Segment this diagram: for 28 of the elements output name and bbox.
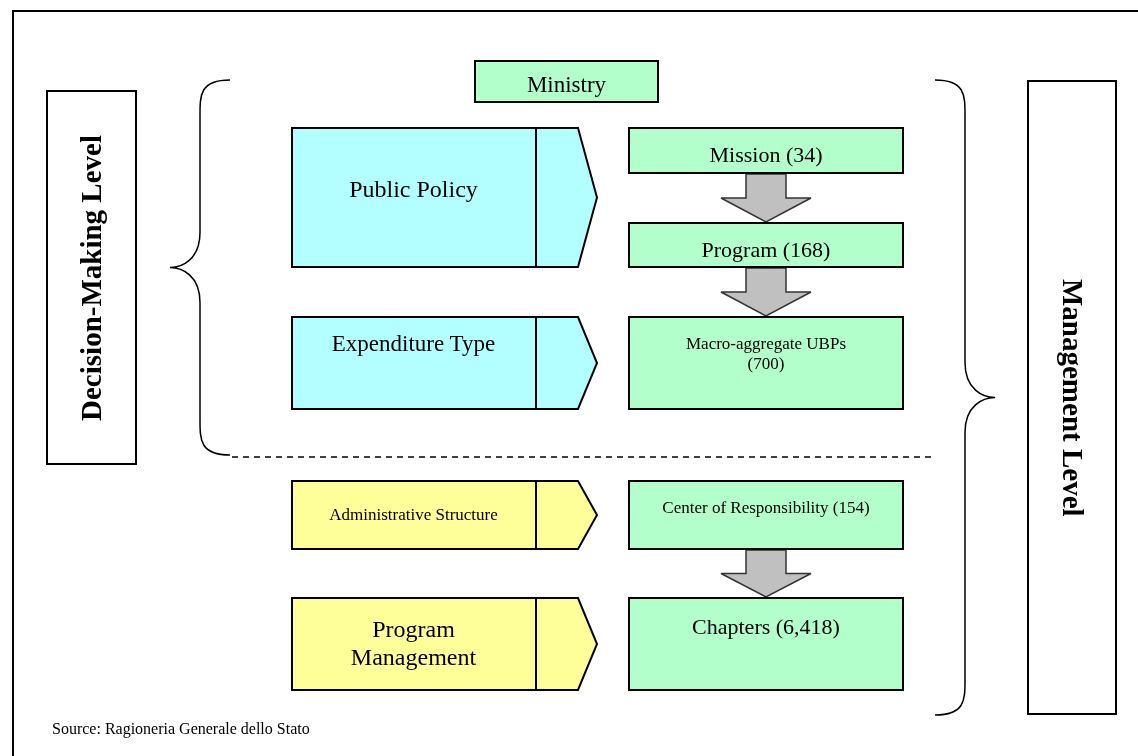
box-label: Expenditure Type [331,330,496,358]
chevron-box [291,480,598,550]
box-label: Center of Responsibility (154) [662,498,870,518]
source-note: Source: Ragioneria Generale dello Stato [52,720,310,738]
box-label: Macro-aggregate UBPs (700) [685,334,847,374]
box-label: Public Policy [349,176,478,204]
level-label: Management Level [1055,278,1089,517]
box-label: Mission (34) [709,141,823,168]
box-label: Program (168) [701,237,831,263]
category-box [628,316,904,410]
category-box [628,597,904,691]
box-label: Chapters (6,418) [692,614,840,640]
category-box [628,480,904,550]
level-label: Decision-Making Level [74,134,108,421]
category-box [474,60,659,103]
block-arrow [720,267,812,317]
block-arrow [720,173,812,223]
chevron-box [291,316,598,410]
category-box [628,127,904,174]
box-label: Ministry [526,72,607,99]
chevron-box [291,127,598,268]
level-box [46,90,137,465]
level-box [1027,80,1117,715]
chevron-box [291,597,598,691]
category-box [628,222,904,268]
box-label: Program Management [349,616,478,672]
block-arrow [720,549,812,598]
box-label: Administrative Structure [329,505,498,525]
